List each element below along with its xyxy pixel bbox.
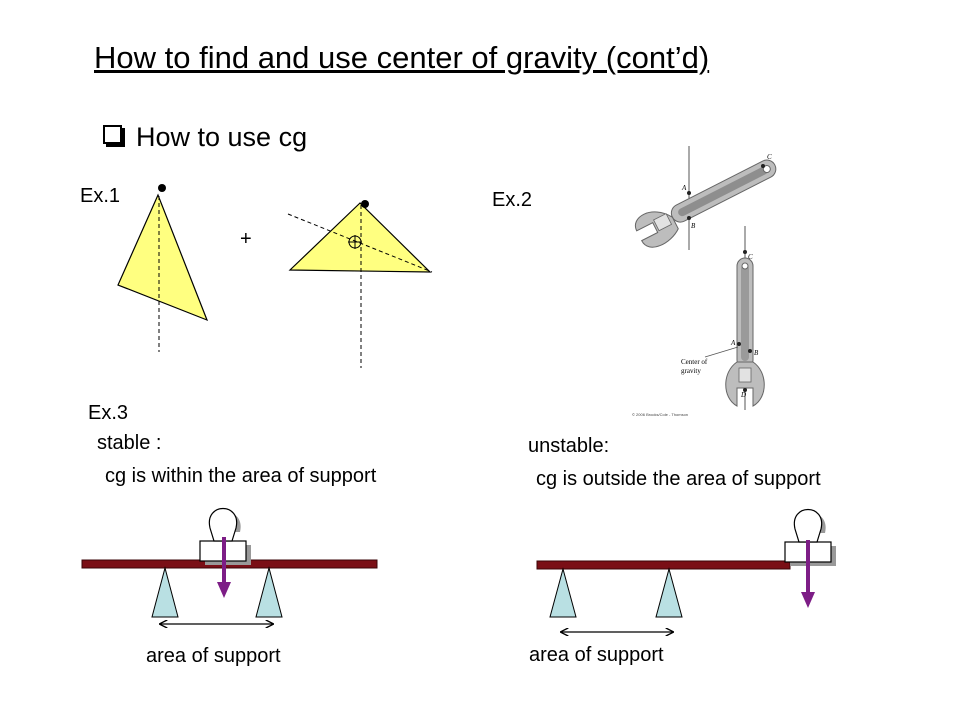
unstable-heading: unstable: bbox=[528, 435, 610, 457]
ex1-hanging-triangle bbox=[117, 184, 209, 352]
point-label: C bbox=[767, 153, 772, 161]
weight-arrowhead bbox=[217, 582, 231, 598]
beam bbox=[536, 560, 791, 570]
ex2-label: Ex.2 bbox=[492, 189, 533, 211]
ex2-wrench-hanging: C A B D Center of gravity © 2006 Brooks/… bbox=[632, 226, 765, 417]
lightbulb-weight bbox=[199, 507, 251, 565]
right-support bbox=[655, 567, 683, 618]
unstable-description: cg is outside the area of support bbox=[536, 468, 821, 490]
unstable-setup bbox=[536, 508, 836, 633]
pivot-point bbox=[361, 200, 369, 208]
point-label: A bbox=[681, 184, 687, 192]
stable-description: cg is within the area of support bbox=[105, 465, 377, 487]
point-label: C bbox=[748, 253, 753, 261]
page-title: How to find and use center of gravity (c… bbox=[94, 40, 710, 75]
point-label: A bbox=[730, 339, 736, 347]
bullet-text: How to use cg bbox=[136, 122, 308, 152]
lightbulb-weight bbox=[784, 508, 836, 566]
stable-support-label: area of support bbox=[146, 645, 281, 667]
ex1-label: Ex.1 bbox=[80, 185, 121, 207]
pivot-point bbox=[158, 184, 166, 192]
left-support bbox=[549, 567, 577, 618]
ex1-second-hanging-triangle bbox=[287, 200, 433, 368]
ex2-wrench-top: A B C bbox=[634, 146, 777, 250]
unstable-support-label: area of support bbox=[529, 644, 664, 666]
stable-heading: stable : bbox=[97, 432, 162, 454]
cg-caption-line2: gravity bbox=[681, 367, 701, 375]
stable-setup bbox=[81, 507, 378, 625]
cg-caption-line1: Center of bbox=[681, 358, 708, 366]
bullet-item: How to use cg bbox=[103, 122, 307, 153]
triangle-shape bbox=[288, 202, 432, 273]
copyright-credit: © 2006 Brooks/Cole - Thomson bbox=[632, 412, 688, 417]
plus-sign: + bbox=[240, 228, 252, 250]
point-label: D bbox=[740, 391, 746, 399]
wrench-jaw bbox=[725, 361, 765, 407]
triangle-shape bbox=[117, 193, 209, 322]
previous-plumb-line bbox=[287, 213, 433, 273]
point-label: B bbox=[691, 222, 696, 230]
weight-arrowhead bbox=[801, 592, 815, 608]
right-support bbox=[255, 566, 283, 618]
checkbox-bullet-icon bbox=[103, 125, 122, 144]
point-label: B bbox=[754, 349, 759, 357]
left-support bbox=[151, 566, 179, 618]
ex3-label: Ex.3 bbox=[88, 402, 129, 424]
